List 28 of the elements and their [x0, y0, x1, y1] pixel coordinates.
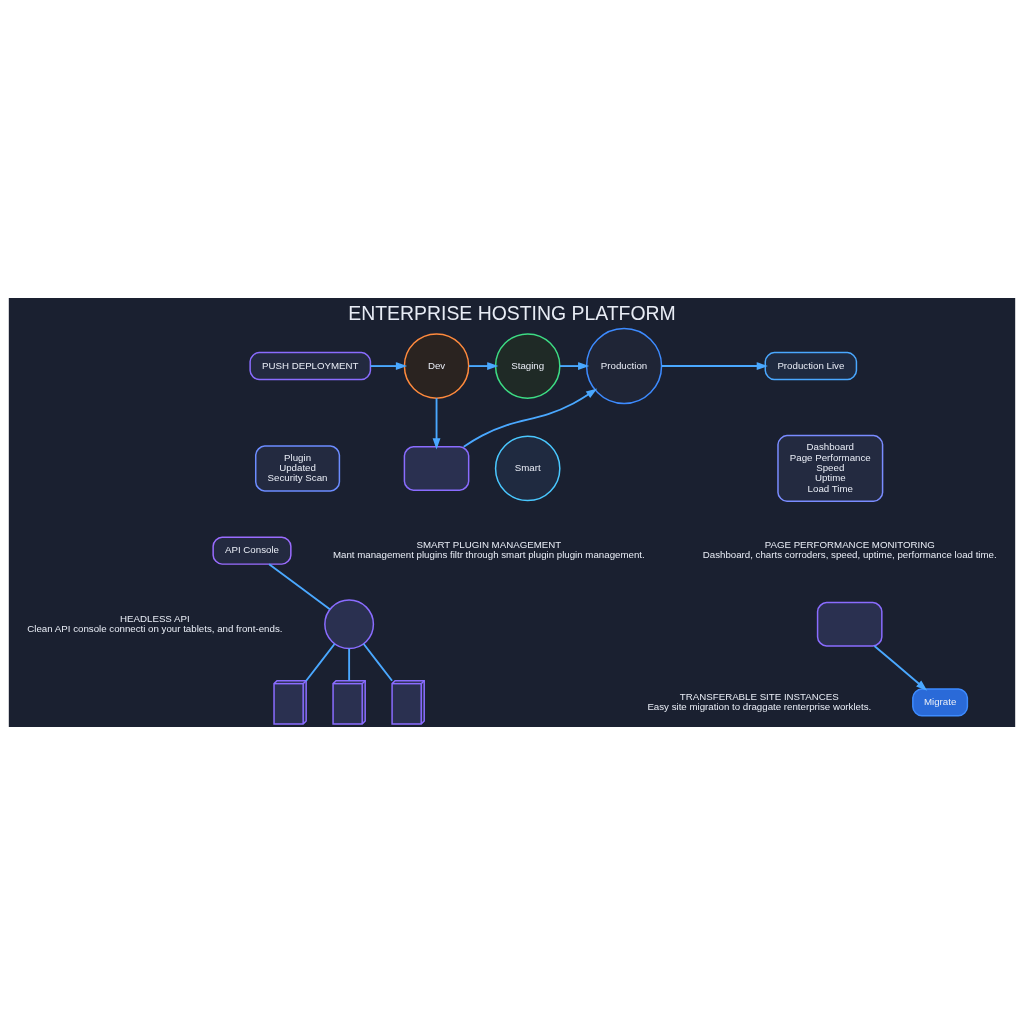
node-box: Migrate — [912, 687, 969, 717]
node-box: Dashboard Page Performance Speed Uptime Load Time — [777, 434, 884, 502]
node-box: PUSH DEPLOYMENT — [249, 351, 372, 380]
node-circle — [324, 598, 375, 649]
node-text: PAGE PERFORMANCE MONITORING Dashboard, charts corroders, speed, uptime, performance load time. — [702, 538, 997, 560]
node-text: TRANSFERABLE SITE INSTANCES Easy site migration to draggate renterprise worklets. — [647, 690, 872, 712]
arrow — [468, 361, 499, 370]
node-box — [403, 445, 470, 491]
connector — [348, 647, 351, 681]
node-box: Production Live — [764, 351, 858, 380]
arrow — [432, 396, 441, 449]
node-box: Plugin Updated Security Scan — [255, 444, 341, 492]
node-text: HEADLESS API Clean API console connecti on your tablets, and front-ends. — [27, 612, 283, 634]
connector — [362, 642, 393, 682]
node-box — [816, 601, 883, 647]
node-circle: Smart — [494, 435, 561, 501]
connector — [305, 642, 336, 682]
node-circle: Staging — [494, 332, 561, 399]
arrow — [660, 361, 768, 370]
node-circle: Dev — [403, 332, 470, 399]
connector — [268, 562, 331, 610]
arrow — [558, 361, 590, 370]
node-text: SMART PLUGIN MANAGEMENT Mant management plugins filtr through smart plugin plugin management. — [332, 538, 645, 560]
diagram-title: ENTERPRISE HOSTING PLATFORM — [348, 301, 676, 324]
node-box: API Console — [212, 536, 292, 565]
arrow — [462, 387, 598, 448]
arrow — [873, 644, 928, 691]
arrow — [369, 361, 408, 370]
